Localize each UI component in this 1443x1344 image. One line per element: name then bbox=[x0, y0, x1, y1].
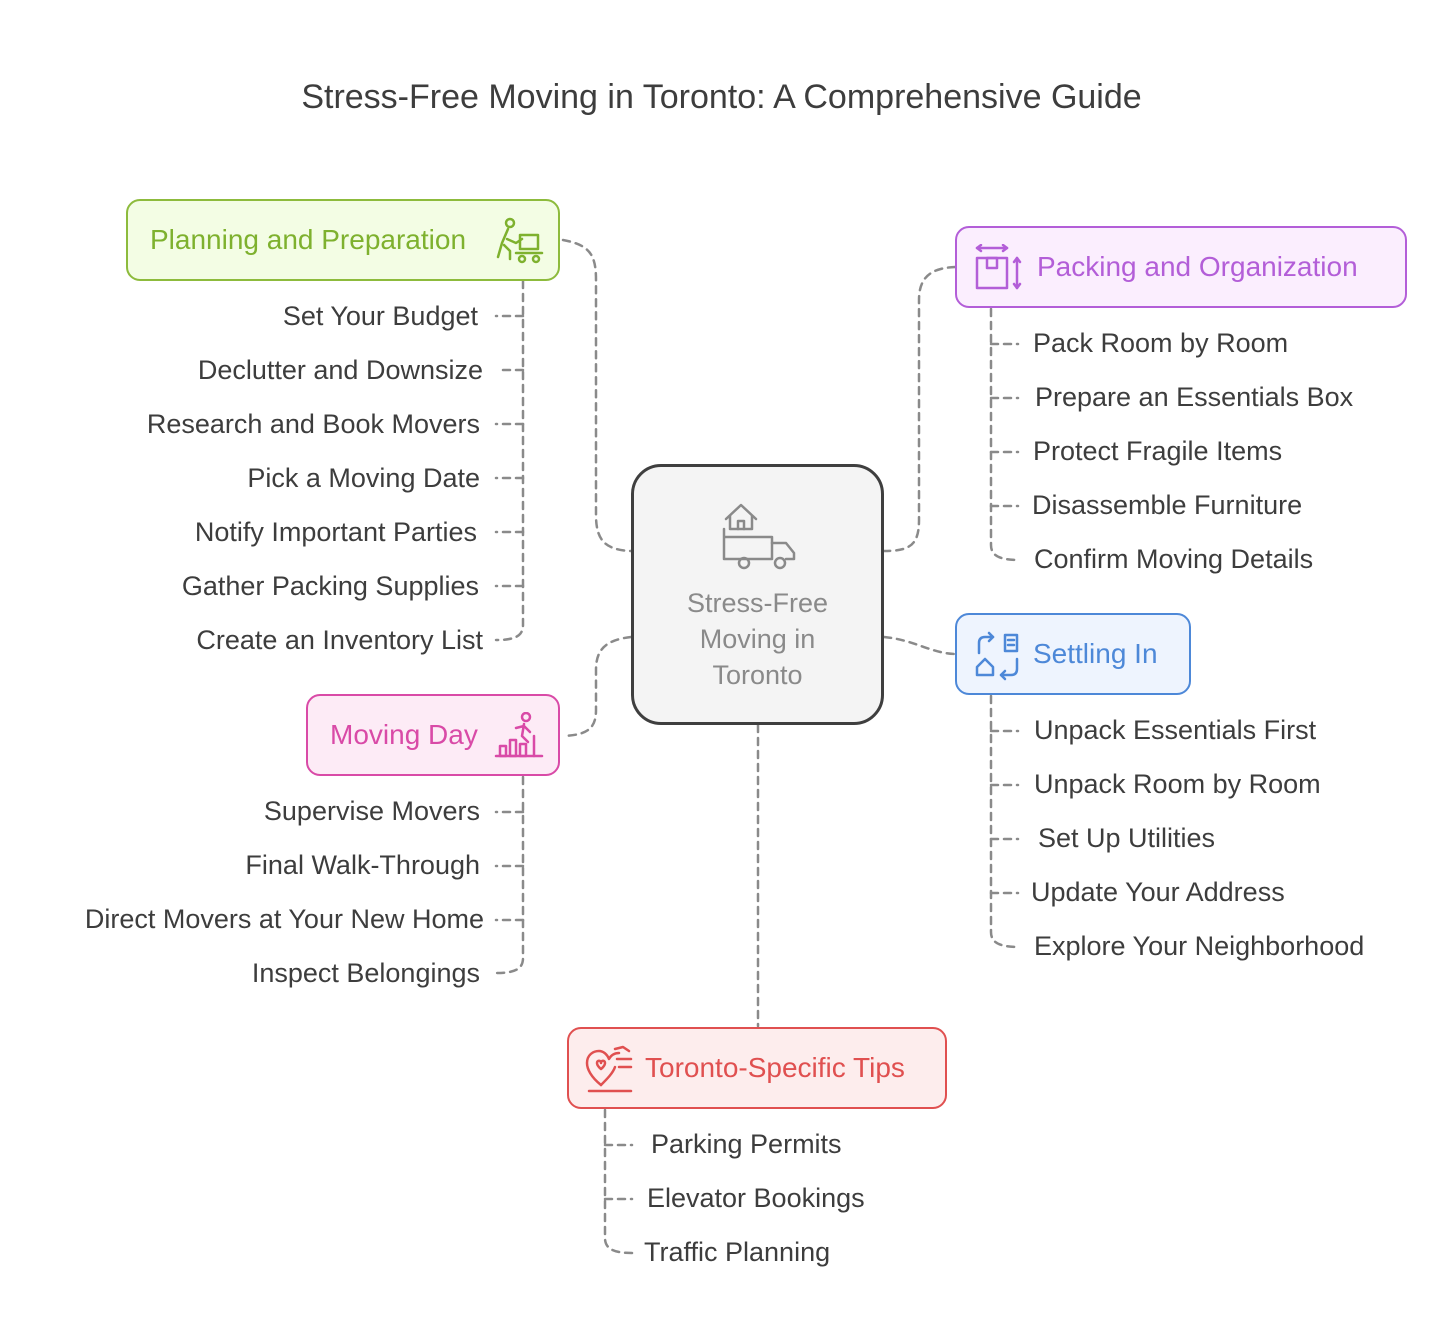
list-item: Pick a Moving Date bbox=[247, 463, 480, 493]
central-node: Stress-Free Moving in Toronto bbox=[631, 464, 884, 725]
packing-node: Packing and Organization bbox=[955, 226, 1407, 308]
settling-node: Settling In bbox=[955, 613, 1191, 695]
list-item: Set Your Budget bbox=[282, 301, 478, 331]
toronto-tips-node: Toronto-Specific Tips bbox=[567, 1027, 947, 1109]
list-item: Update Your Address bbox=[1031, 877, 1285, 907]
planning-node-label: Planning and Preparation bbox=[150, 224, 467, 255]
moving-truck-house-icon bbox=[722, 503, 796, 570]
list-item: Set Up Utilities bbox=[1038, 823, 1216, 853]
page-title: Stress-Free Moving in Toronto: A Compreh… bbox=[301, 78, 1142, 116]
house-transfer-icon bbox=[975, 631, 1019, 681]
packing-node-label: Packing and Organization bbox=[1037, 251, 1358, 282]
list-item: Disassemble Furniture bbox=[1032, 490, 1303, 520]
person-with-cart-icon bbox=[496, 217, 544, 264]
list-item: Direct Movers at Your New Home bbox=[84, 904, 484, 934]
list-item: Protect Fragile Items bbox=[1033, 436, 1283, 466]
location-heart-icon bbox=[585, 1045, 633, 1093]
list-item: Supervise Movers bbox=[263, 796, 480, 826]
central-node-text: Stress-Free Moving in Toronto bbox=[686, 588, 829, 690]
person-climbing-chart-icon bbox=[494, 712, 544, 758]
list-item: Final Walk-Through bbox=[245, 850, 480, 880]
central-node-label: Stress-Free Moving in Toronto bbox=[634, 585, 881, 693]
list-item: Traffic Planning bbox=[644, 1237, 831, 1267]
list-item: Parking Permits bbox=[651, 1129, 842, 1159]
toronto-tips-node-label: Toronto-Specific Tips bbox=[645, 1052, 905, 1083]
list-item: Prepare an Essentials Box bbox=[1035, 382, 1354, 412]
planning-node: Planning and Preparation bbox=[126, 199, 560, 281]
box-dimensions-icon bbox=[975, 244, 1022, 290]
list-item: Inspect Belongings bbox=[251, 958, 480, 988]
list-item: Research and Book Movers bbox=[146, 409, 480, 439]
list-item: Create an Inventory List bbox=[196, 625, 483, 655]
list-item: Unpack Room by Room bbox=[1034, 769, 1321, 799]
moving-day-node: Moving Day bbox=[306, 694, 560, 776]
list-item: Unpack Essentials First bbox=[1034, 715, 1317, 745]
list-item: Gather Packing Supplies bbox=[181, 571, 479, 601]
list-item: Notify Important Parties bbox=[194, 517, 477, 547]
list-item: Elevator Bookings bbox=[647, 1183, 865, 1213]
list-item: Declutter and Downsize bbox=[197, 355, 483, 385]
list-item: Pack Room by Room bbox=[1033, 328, 1289, 358]
settling-node-label: Settling In bbox=[1033, 638, 1158, 669]
list-item: Explore Your Neighborhood bbox=[1034, 931, 1365, 961]
moving-day-node-label: Moving Day bbox=[330, 719, 478, 750]
list-item: Confirm Moving Details bbox=[1034, 544, 1314, 574]
